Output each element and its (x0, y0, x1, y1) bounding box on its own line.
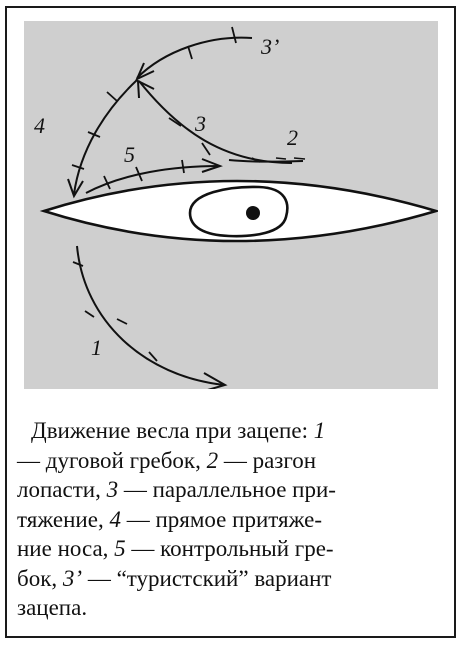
stroke-1-arrowhead (203, 372, 228, 389)
caption-line-4: тяжение, 4 — прямое притяже- (17, 505, 447, 535)
caption-text: — параллельное при- (118, 477, 336, 502)
caption-line-6: бок, 3’ — “туристский” вариант (17, 564, 447, 594)
stroke-1-arc (76, 245, 225, 386)
paddle-stroke-diagram: 3’ 4 3 2 5 1 (24, 21, 438, 389)
caption-number: 3 (106, 477, 119, 502)
caption-line-2: — дуговой гребок, 2 — разгон (17, 446, 447, 476)
stroke-3-ticks (168, 117, 211, 156)
caption-text: — прямое притяже- (120, 506, 323, 532)
caption-number: 4 (109, 506, 121, 532)
label-5: 5 (124, 142, 135, 167)
stroke-4-arc (73, 79, 138, 195)
label-1: 1 (91, 335, 102, 360)
caption-number: 2 (206, 447, 219, 473)
diagram-svg: 3’ 4 3 2 5 1 (34, 26, 438, 389)
caption-number: 3’ (62, 565, 83, 591)
stroke-5-ticks (103, 159, 185, 190)
stroke-4-arrowhead (67, 178, 84, 199)
stroke-5-arrowhead (201, 158, 223, 173)
label-3-prime: 3’ (260, 34, 279, 59)
caption-line-3: лопасти, 3 — параллельное при- (17, 475, 447, 505)
stroke-3-arc (138, 80, 293, 164)
caption-line-7: зацепа. (17, 593, 447, 623)
caption-text: тяжение, (17, 506, 110, 532)
stroke-3p-arrowhead (135, 62, 155, 82)
caption-text: зацепа. (17, 595, 88, 620)
stroke-3-arrowhead (136, 79, 155, 99)
paddler-dot (246, 206, 260, 220)
caption-text: бок, (17, 565, 63, 591)
caption-text: Движение весла при зацепе: (31, 418, 314, 443)
figure-frame: 3’ 4 3 2 5 1 Движение весла при зацепе: … (5, 6, 456, 638)
caption-number: 5 (114, 536, 126, 561)
stroke-1-ticks (72, 261, 158, 362)
stroke-4-ticks (71, 91, 118, 170)
stroke-2-ticks (251, 157, 306, 163)
caption-text: ние носа, (17, 536, 115, 561)
caption-number: 1 (313, 418, 326, 443)
caption-text: — дуговой гребок, (17, 447, 207, 473)
caption-text: — контрольный гре- (125, 536, 334, 561)
caption-line-1: Движение весла при зацепе: 1 (17, 416, 447, 446)
caption-text: лопасти, (17, 477, 107, 502)
caption-text: — разгон (218, 447, 317, 473)
label-2: 2 (287, 125, 298, 150)
stroke-3p-ticks (187, 26, 237, 60)
stroke-2-line (228, 159, 304, 163)
label-4: 4 (34, 113, 45, 138)
label-3: 3 (194, 111, 206, 136)
stroke-5-arc (85, 165, 220, 194)
caption-text: — “туристский” вариант (82, 565, 332, 591)
cockpit (188, 185, 289, 238)
caption-line-5: ние носа, 5 — контрольный гре- (17, 534, 447, 564)
figure-caption: Движение весла при зацепе: 1 — дуговой г… (17, 416, 447, 623)
